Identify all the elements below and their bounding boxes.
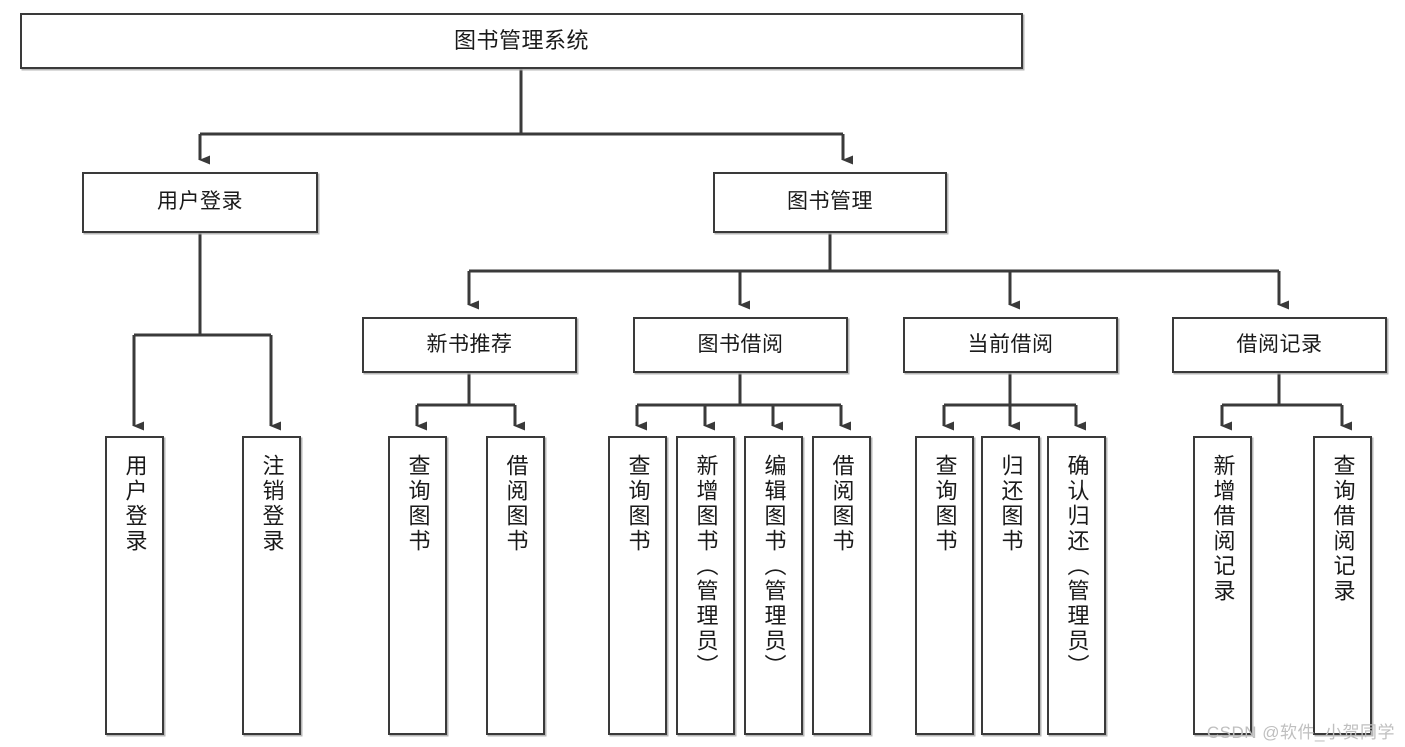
node-label: 查询图书 — [932, 454, 958, 554]
node-label: 当前借阅 — [967, 332, 1054, 356]
node-label: 图书借阅 — [697, 332, 784, 356]
csdn-watermark: CSDN @软件_小贺同学 — [1206, 723, 1395, 742]
node-label: 用户登录 — [157, 190, 243, 214]
node-label: 编辑图书（管理员） — [761, 454, 787, 679]
node-label: 确认归还（管理员） — [1064, 454, 1090, 679]
leaf-current-borrow-return[interactable]: 归还图书 — [981, 436, 1040, 735]
node-current-borrow[interactable]: 当前借阅 — [903, 317, 1118, 373]
leaf-user-login-login[interactable]: 用户登录 — [105, 436, 164, 735]
node-label: 查询图书 — [625, 454, 651, 554]
node-label: 归还图书 — [998, 454, 1024, 554]
leaf-borrow-record-add[interactable]: 新增借阅记录 — [1193, 436, 1252, 735]
node-label: 新增图书（管理员） — [693, 454, 719, 679]
leaf-new-book-borrow[interactable]: 借阅图书 — [486, 436, 545, 735]
leaf-book-borrow-query[interactable]: 查询图书 — [608, 436, 667, 735]
leaf-user-login-logout[interactable]: 注销登录 — [242, 436, 301, 735]
node-borrow-record[interactable]: 借阅记录 — [1172, 317, 1387, 373]
leaf-new-book-query[interactable]: 查询图书 — [388, 436, 447, 735]
node-user-login[interactable]: 用户登录 — [82, 172, 318, 233]
node-label: 借阅记录 — [1236, 332, 1323, 356]
node-new-book-recommend[interactable]: 新书推荐 — [362, 317, 577, 373]
node-label: 用户登录 — [122, 454, 148, 554]
node-label: 新书推荐 — [426, 332, 513, 356]
leaf-current-borrow-query[interactable]: 查询图书 — [915, 436, 974, 735]
node-label: 查询借阅记录 — [1330, 454, 1356, 604]
node-root-system[interactable]: 图书管理系统 — [20, 13, 1023, 69]
leaf-book-borrow-edit[interactable]: 编辑图书（管理员） — [744, 436, 803, 735]
node-label: 图书管理 — [787, 190, 873, 214]
leaf-borrow-record-query[interactable]: 查询借阅记录 — [1313, 436, 1372, 735]
leaf-current-borrow-confirm-return[interactable]: 确认归还（管理员） — [1047, 436, 1106, 735]
node-label: 新增借阅记录 — [1210, 454, 1236, 604]
node-label: 借阅图书 — [829, 454, 855, 554]
leaf-book-borrow-borrow[interactable]: 借阅图书 — [812, 436, 871, 735]
node-book-borrow[interactable]: 图书借阅 — [633, 317, 848, 373]
node-label: 借阅图书 — [503, 454, 529, 554]
node-book-management[interactable]: 图书管理 — [713, 172, 947, 233]
node-label: 注销登录 — [259, 454, 285, 554]
node-label: 查询图书 — [405, 454, 431, 554]
leaf-book-borrow-add[interactable]: 新增图书（管理员） — [676, 436, 735, 735]
node-label: 图书管理系统 — [453, 28, 589, 54]
